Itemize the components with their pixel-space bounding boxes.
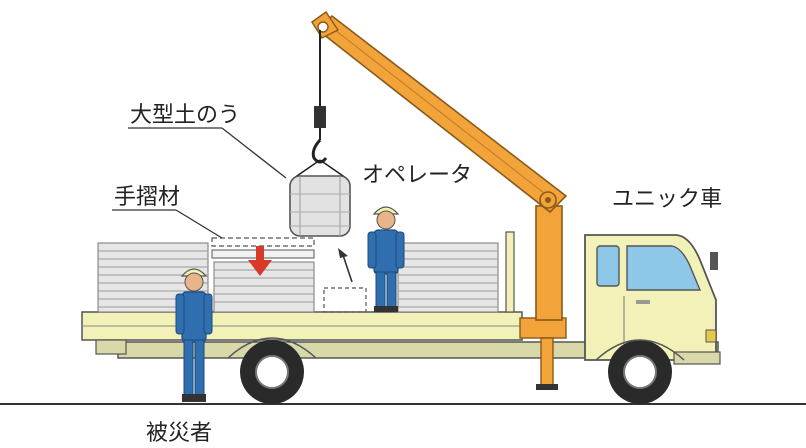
sandbag-target-spot (323, 287, 367, 313)
sandbag-leader-line (221, 127, 287, 179)
label-crane-truck: ユニック車 (612, 187, 722, 212)
label-sandbag: 大型土のう (130, 103, 240, 128)
rear-wheel (240, 340, 304, 404)
hook-icon (293, 30, 347, 179)
cab-front-window (626, 245, 702, 291)
truck-icon (81, 234, 721, 404)
label-handrail: 手摺材 (114, 185, 180, 210)
side-mirror (710, 252, 718, 270)
label-operator: オペレータ (362, 163, 472, 188)
cab-rear-window (596, 245, 620, 287)
cargo-stack-front (397, 242, 499, 313)
crane-boom (311, 11, 568, 390)
label-victim: 被災者 (146, 421, 212, 446)
sandbag-icon (289, 175, 351, 237)
front-bumper (673, 351, 721, 365)
rear-bumper (95, 339, 127, 355)
victim-worker-icon (175, 268, 213, 402)
deck-stake (505, 231, 515, 313)
handrail-leader-line (175, 209, 223, 239)
worker-icon (367, 206, 405, 312)
down-arrow-icon (248, 246, 272, 276)
front-wheel (608, 340, 672, 404)
lift-direction-arrow (338, 248, 353, 283)
crane-base (519, 317, 567, 339)
outrigger-leg (540, 337, 554, 387)
crane-column (535, 205, 563, 321)
